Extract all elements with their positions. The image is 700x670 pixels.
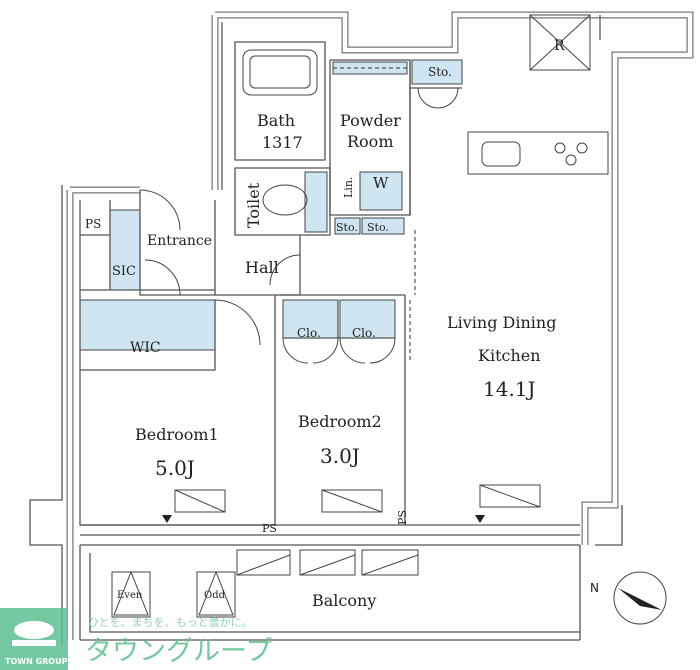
washer-label: W bbox=[373, 174, 389, 192]
logo-tagline: ひとを、まちを、もっと豊かに。 bbox=[88, 616, 253, 629]
ps-right-label: PS bbox=[396, 510, 409, 525]
closet-1-label: Clo. bbox=[297, 326, 321, 340]
ldk-size-label: 14.1J bbox=[483, 377, 536, 401]
north-compass: N bbox=[590, 571, 667, 625]
ps-left-label: PS bbox=[85, 217, 101, 231]
storage-small-2-label: Sto. bbox=[367, 221, 389, 234]
entrance-label: Entrance bbox=[147, 233, 212, 249]
toilet-label: Toilet bbox=[244, 182, 263, 228]
compass-label: N bbox=[590, 581, 599, 595]
bath-label: Bath bbox=[257, 111, 295, 130]
closet-2-label: Clo. bbox=[352, 326, 376, 340]
hall-label: Hall bbox=[245, 258, 279, 277]
outer-walls bbox=[29, 11, 694, 645]
sic-label: SIC bbox=[112, 264, 136, 279]
powder-room-label-2: Room bbox=[347, 132, 393, 151]
ldk-label: Living Dining bbox=[447, 313, 556, 332]
powder-room-label: Powder bbox=[340, 111, 401, 130]
range-hood-label: R bbox=[554, 38, 565, 54]
interior-walls bbox=[79, 14, 609, 546]
storage-top-label: Sto. bbox=[428, 65, 452, 79]
bedroom1-label: Bedroom1 bbox=[135, 425, 219, 444]
ldk-label-2: Kitchen bbox=[478, 346, 541, 365]
logo-brand-en: TOWN GROUP bbox=[5, 657, 68, 666]
bedroom2-label: Bedroom2 bbox=[298, 412, 382, 431]
wic-label: WIC bbox=[130, 340, 161, 356]
storage-small-1-label: Sto. bbox=[336, 221, 358, 234]
even-label: Even bbox=[117, 590, 143, 601]
odd-label: Odd bbox=[204, 590, 226, 601]
room-labels: Bath 1317 Powder Room Sto. Lin. W Sto. S… bbox=[85, 38, 565, 610]
logo-brand-jp: タウングループ bbox=[85, 636, 272, 667]
bedroom1-size-label: 5.0J bbox=[155, 456, 195, 480]
bedroom2-size-label: 3.0J bbox=[320, 444, 360, 468]
linen-label: Lin. bbox=[342, 177, 355, 198]
bath-size-label: 1317 bbox=[262, 133, 303, 152]
balcony-label: Balcony bbox=[312, 591, 376, 610]
balcony-area bbox=[79, 484, 581, 641]
storage-areas bbox=[79, 59, 463, 351]
town-group-logo: TOWN GROUP ひとを、まちを、もっと豊かに。 タウングループ bbox=[0, 608, 272, 670]
ps-mid-label: PS bbox=[262, 522, 277, 535]
